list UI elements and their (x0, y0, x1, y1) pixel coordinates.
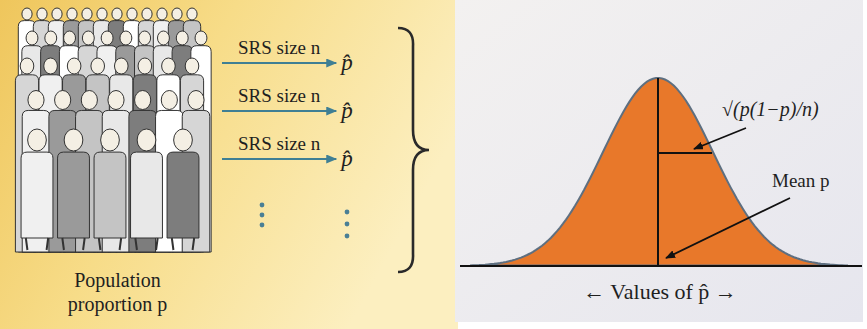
crowd-head (97, 8, 107, 20)
sampling-arrow (222, 158, 336, 160)
chart-panel (455, 0, 863, 322)
crowd-head (174, 129, 193, 151)
sample-proportion: p̂ (338, 96, 356, 126)
crowd-legs (172, 238, 194, 250)
mean-label: Mean p (772, 170, 830, 192)
crowd-head (157, 8, 167, 20)
crowd-head (138, 58, 152, 74)
crowd-head (139, 31, 151, 45)
arrow-label: SRS size n (238, 85, 320, 107)
crowd-head (161, 91, 177, 110)
mean-line (657, 78, 659, 266)
normal-curve (470, 78, 848, 266)
crowd-head (55, 91, 71, 110)
crowd-head (20, 58, 34, 74)
leader-arrow (694, 128, 746, 149)
sample-proportion: p̂ (338, 48, 356, 78)
crowd-head (81, 91, 97, 110)
crowd-head (101, 31, 113, 45)
crowd-head (188, 91, 204, 110)
crowd-figure (167, 152, 199, 238)
brace (398, 28, 429, 272)
crowd-head (187, 8, 197, 20)
crowd-head (162, 58, 176, 74)
crowd-head (176, 31, 188, 45)
population-caption: Population proportion p (43, 268, 193, 316)
leader-arrow (666, 198, 790, 258)
sampling-arrow (222, 110, 336, 112)
crowd-head (28, 91, 44, 110)
crowd-head (137, 129, 156, 151)
crowd-head (37, 8, 47, 20)
standard-deviation-formula: √(p(1−p)/n) (722, 98, 819, 121)
crowd-head (195, 31, 207, 45)
crowd-legs (99, 238, 121, 250)
sample-proportion: p̂ (338, 144, 356, 174)
sd-segment (658, 152, 712, 154)
axis-label: ← Values of p̂ → (583, 279, 737, 305)
crowd-legs (135, 238, 157, 250)
crowd-head (22, 8, 32, 20)
crowd-figure (21, 152, 53, 238)
crowd-figure (131, 152, 163, 238)
p-hat-symbol: p̂ (341, 146, 353, 172)
continuation-dots (260, 203, 350, 239)
p-hat-symbol: p̂ (341, 98, 353, 124)
crowd-head (45, 31, 57, 45)
crowd-head (172, 8, 182, 20)
crowd-head (91, 58, 105, 74)
crowd-head (135, 91, 151, 110)
crowd-head (44, 58, 58, 74)
crowd-figure (94, 152, 126, 238)
crowd-head (185, 58, 199, 74)
crowd-legs (62, 238, 84, 250)
crowd-head (108, 91, 124, 110)
crowd-illustration (15, 8, 211, 252)
population-node: Population proportion p (15, 0, 220, 322)
crowd-head (64, 129, 83, 151)
crowd-head (101, 129, 120, 151)
crowd-head (28, 129, 47, 151)
crowd-head (26, 31, 38, 45)
crowd-legs (26, 238, 48, 250)
crowd-head (120, 31, 132, 45)
p-hat-symbol: p̂ (341, 50, 353, 76)
crowd-head (82, 8, 92, 20)
crowd-head (52, 8, 62, 20)
crowd-head (64, 31, 76, 45)
yellow-ground (0, 0, 458, 329)
crowd-figure (58, 152, 90, 238)
arrow-label: SRS size n (238, 37, 320, 59)
crowd-head (157, 31, 169, 45)
crowd-head (67, 58, 81, 74)
crowd-head (82, 31, 94, 45)
crowd-head (127, 8, 137, 20)
crowd-head (114, 58, 128, 74)
crowd-head (67, 8, 77, 20)
crowd-head (112, 8, 122, 20)
crowd-head (142, 8, 152, 20)
baseline (460, 265, 862, 267)
arrow-label: SRS size n (238, 133, 320, 155)
sampling-arrow (222, 62, 336, 64)
